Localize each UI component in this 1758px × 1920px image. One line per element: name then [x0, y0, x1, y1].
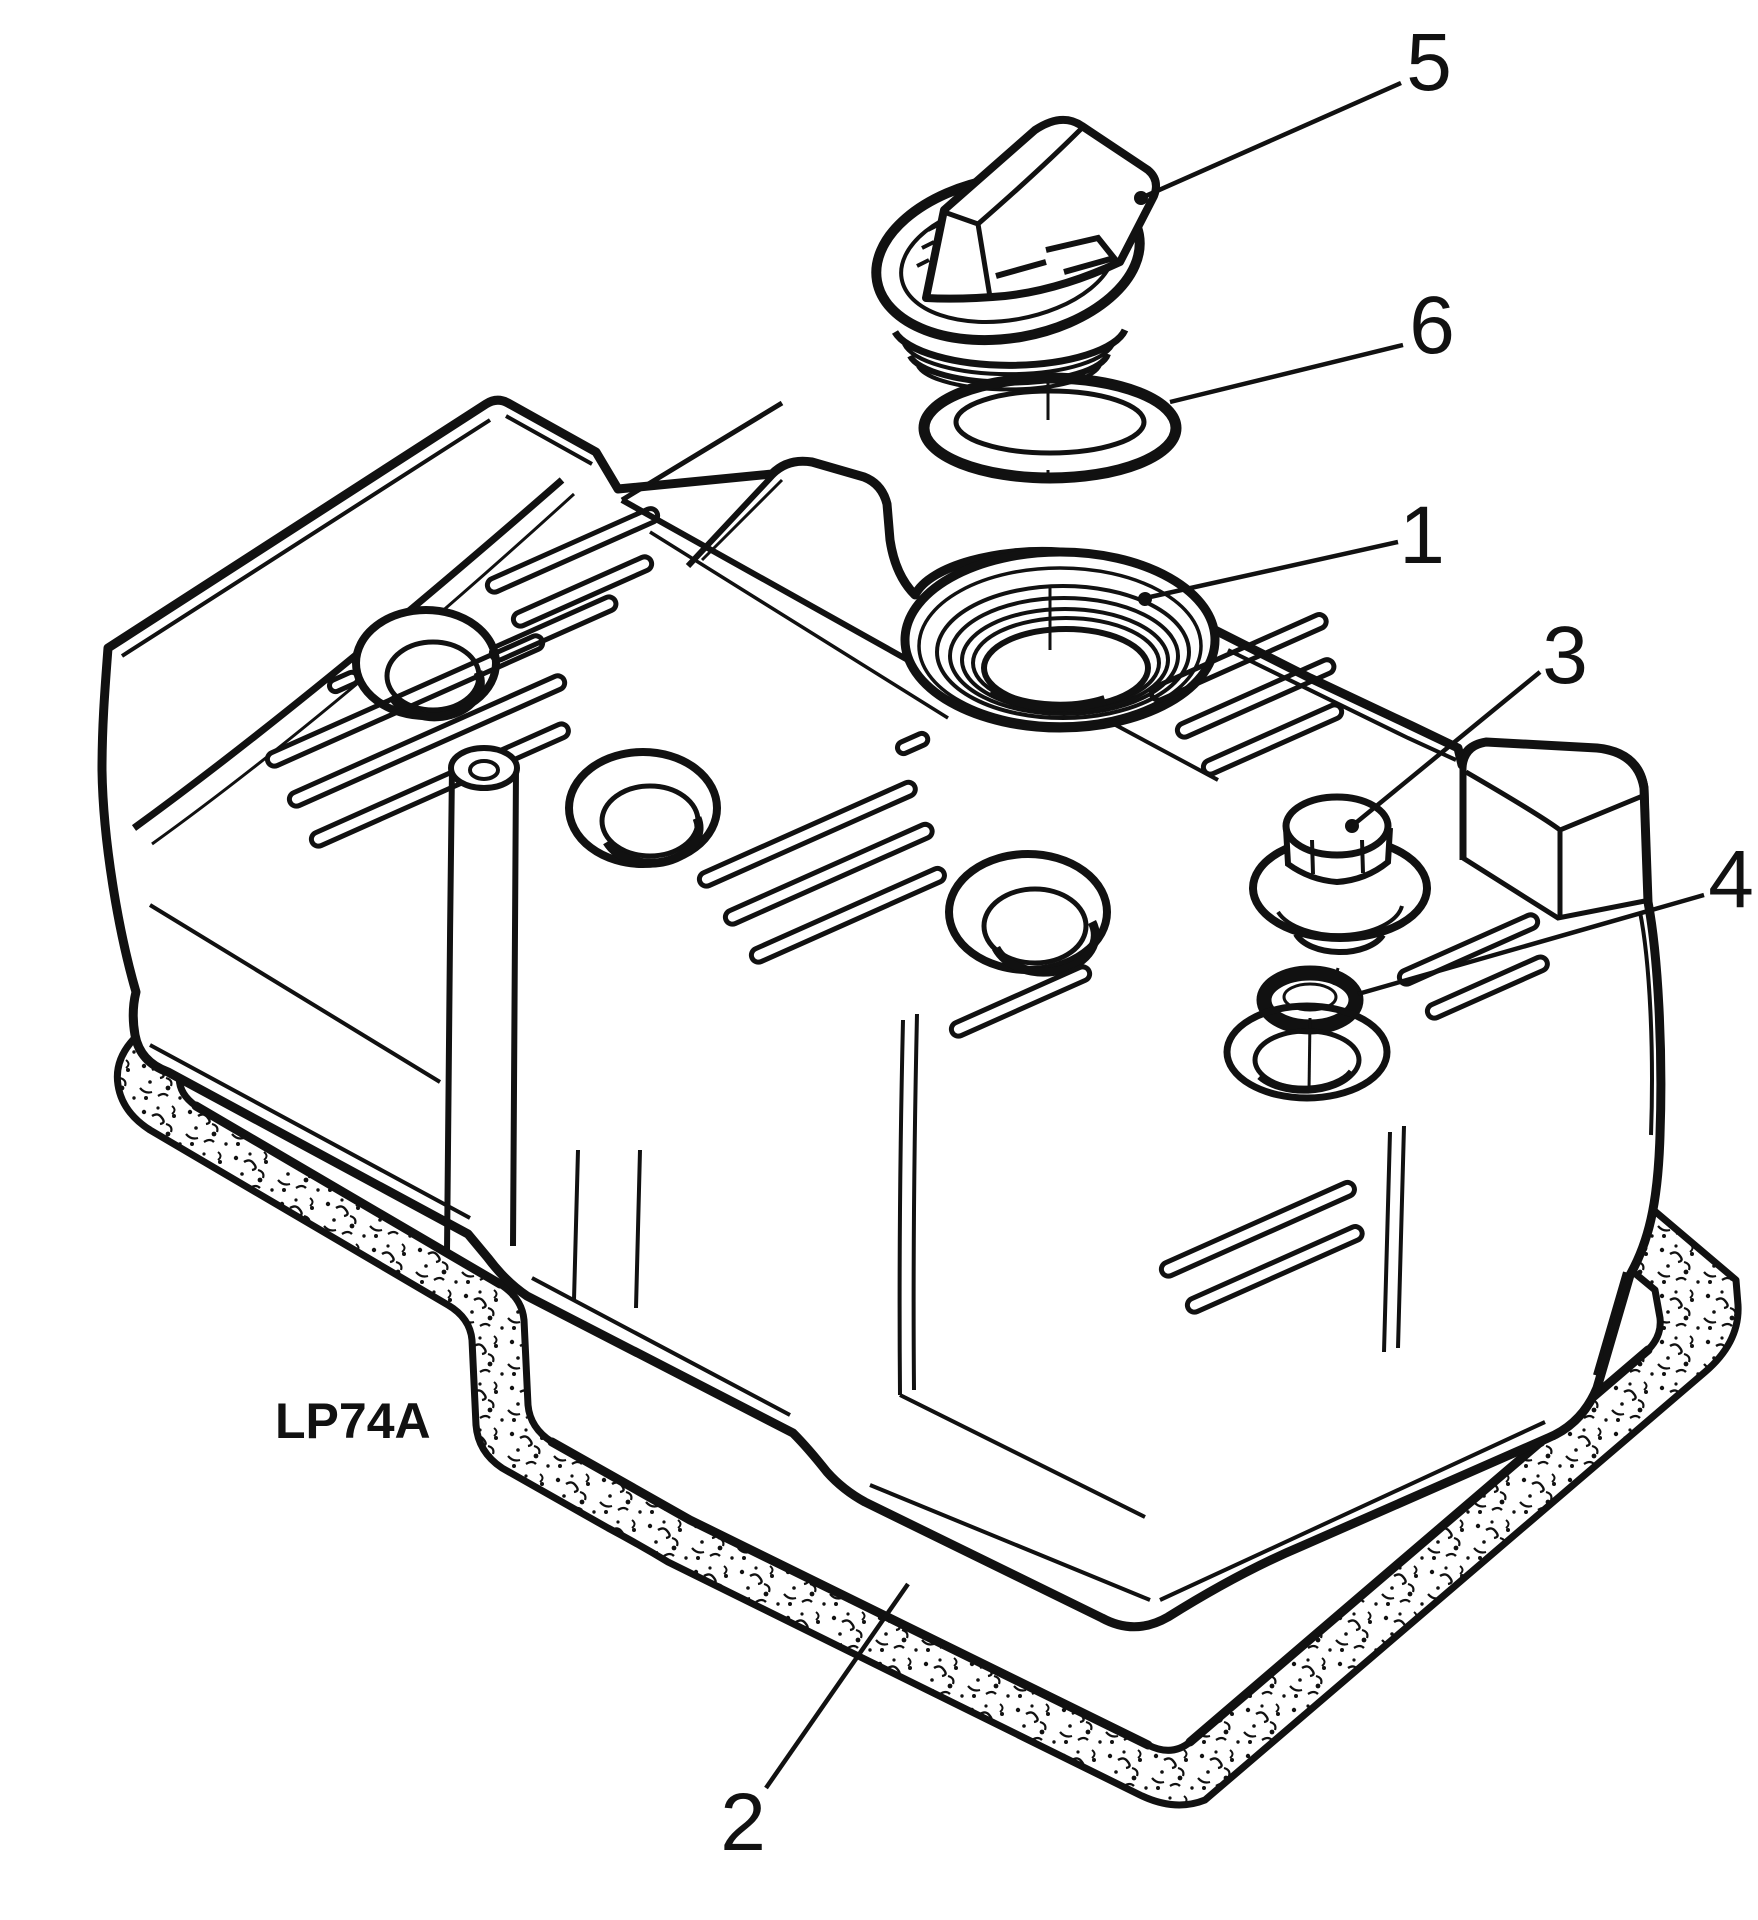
cap-grip-edges — [943, 126, 1084, 298]
leader-line — [1350, 670, 1542, 828]
tube-top — [448, 745, 520, 791]
callout-4: 4 — [1357, 834, 1754, 997]
cap-arrow-emblem — [995, 234, 1120, 279]
filler-neck-thread-1 — [935, 584, 1191, 720]
cover-ribs — [264, 506, 1550, 1315]
front-right-lower-line — [899, 1393, 1146, 1519]
base-flange-inner-lines — [149, 1043, 1627, 1602]
bolt-head-top — [1282, 793, 1392, 859]
filler-neck-thread-2 — [948, 596, 1180, 716]
platform-hump-outline — [685, 458, 893, 569]
cover-bolt — [1249, 793, 1431, 986]
right-face-crease — [1382, 1125, 1406, 1353]
right-face-parallel — [1638, 911, 1654, 1136]
rib — [1424, 954, 1550, 1021]
small-notch — [326, 669, 361, 695]
leader-line — [1169, 342, 1404, 405]
bolt-shank-bulge — [1293, 932, 1386, 956]
front-left-crease — [148, 903, 442, 1084]
platform-hump-inner-line — [700, 478, 784, 562]
callout-1: 1 — [1138, 490, 1445, 606]
cover-recess-3 — [945, 850, 1111, 977]
rib — [1184, 1224, 1365, 1315]
rib — [264, 633, 546, 769]
tube-right-edge — [510, 767, 519, 1247]
callout-number: 4 — [1708, 834, 1754, 925]
recess-shadow — [992, 919, 1100, 977]
valve-cover-gasket — [113, 566, 1742, 1809]
tube-bore — [468, 759, 500, 781]
cap-thread-1 — [891, 328, 1129, 369]
oil-filler-neck — [900, 547, 1220, 733]
rib — [286, 673, 568, 809]
platform-left-edge — [620, 400, 784, 503]
rib — [308, 721, 571, 849]
recess-inner — [981, 886, 1089, 966]
callouts: 5 6 1 3 4 2 — [720, 17, 1754, 1868]
bolt-hex-edges — [1310, 839, 1365, 875]
rib — [1158, 1179, 1357, 1279]
platform-front-foot-line — [649, 530, 949, 720]
rib — [748, 865, 947, 965]
leader-line — [1140, 80, 1402, 201]
leader-line — [764, 1582, 910, 1790]
mounting-tab — [1459, 738, 1652, 921]
callout-6: 6 — [1169, 280, 1455, 405]
callout-number: 1 — [1399, 490, 1445, 581]
callout-number: 2 — [720, 1777, 766, 1868]
cap-o-ring — [918, 372, 1182, 484]
leader-line — [1149, 539, 1399, 600]
o-ring-inner — [953, 388, 1147, 456]
front-step-creases — [572, 1149, 642, 1309]
left-wing-crease-inner — [151, 492, 576, 846]
recess-shadow — [603, 816, 704, 868]
filler-neck-bore-shadow — [989, 685, 1107, 712]
front-right-crease — [897, 1013, 919, 1396]
platform-front-edge — [620, 497, 960, 691]
rib — [722, 821, 935, 927]
cap-cast-text-marks — [916, 222, 941, 268]
small-notch — [894, 730, 931, 757]
seal-ring-inner — [1282, 982, 1338, 1012]
callout-2: 2 — [720, 1582, 910, 1868]
rib — [484, 506, 661, 595]
bolt-boss-shadow — [1257, 1069, 1356, 1094]
tab-outline — [1459, 738, 1652, 906]
callout-5: 5 — [1134, 17, 1452, 205]
rib — [510, 554, 655, 629]
breather-tube — [444, 745, 520, 1253]
rib — [1174, 657, 1337, 740]
cover-face-lines — [148, 903, 1654, 1602]
filler-neck-outer-rim — [900, 547, 1220, 733]
tab-edges — [1461, 769, 1651, 921]
valve-cover — [97, 395, 1666, 1632]
callout-number: 3 — [1542, 610, 1588, 701]
rib — [696, 779, 918, 889]
cap-thread-2 — [902, 341, 1116, 377]
callout-3: 3 — [1345, 610, 1588, 833]
bolt-boss-outer — [1223, 1002, 1391, 1102]
bolt-seal-washer — [1223, 965, 1391, 1102]
leader-dot — [1134, 191, 1148, 205]
rib — [948, 964, 1093, 1039]
cover-recess-2 — [565, 748, 721, 868]
left-wing-crease — [131, 477, 565, 831]
leader-line — [1357, 892, 1705, 997]
rib — [1148, 612, 1329, 703]
figure-code-label: LP74A — [275, 1393, 431, 1449]
o-ring-outer — [918, 372, 1182, 484]
rib — [1200, 702, 1345, 777]
callout-number: 5 — [1406, 17, 1452, 108]
oil-filler-cap — [871, 116, 1160, 392]
tube-left-edge — [444, 767, 455, 1253]
flange-inner-arc — [1276, 905, 1404, 938]
filler-neck-rim-line — [917, 566, 1203, 726]
leader-dot — [1138, 592, 1152, 606]
callout-number: 6 — [1409, 280, 1455, 371]
leader-dot — [1345, 819, 1359, 833]
